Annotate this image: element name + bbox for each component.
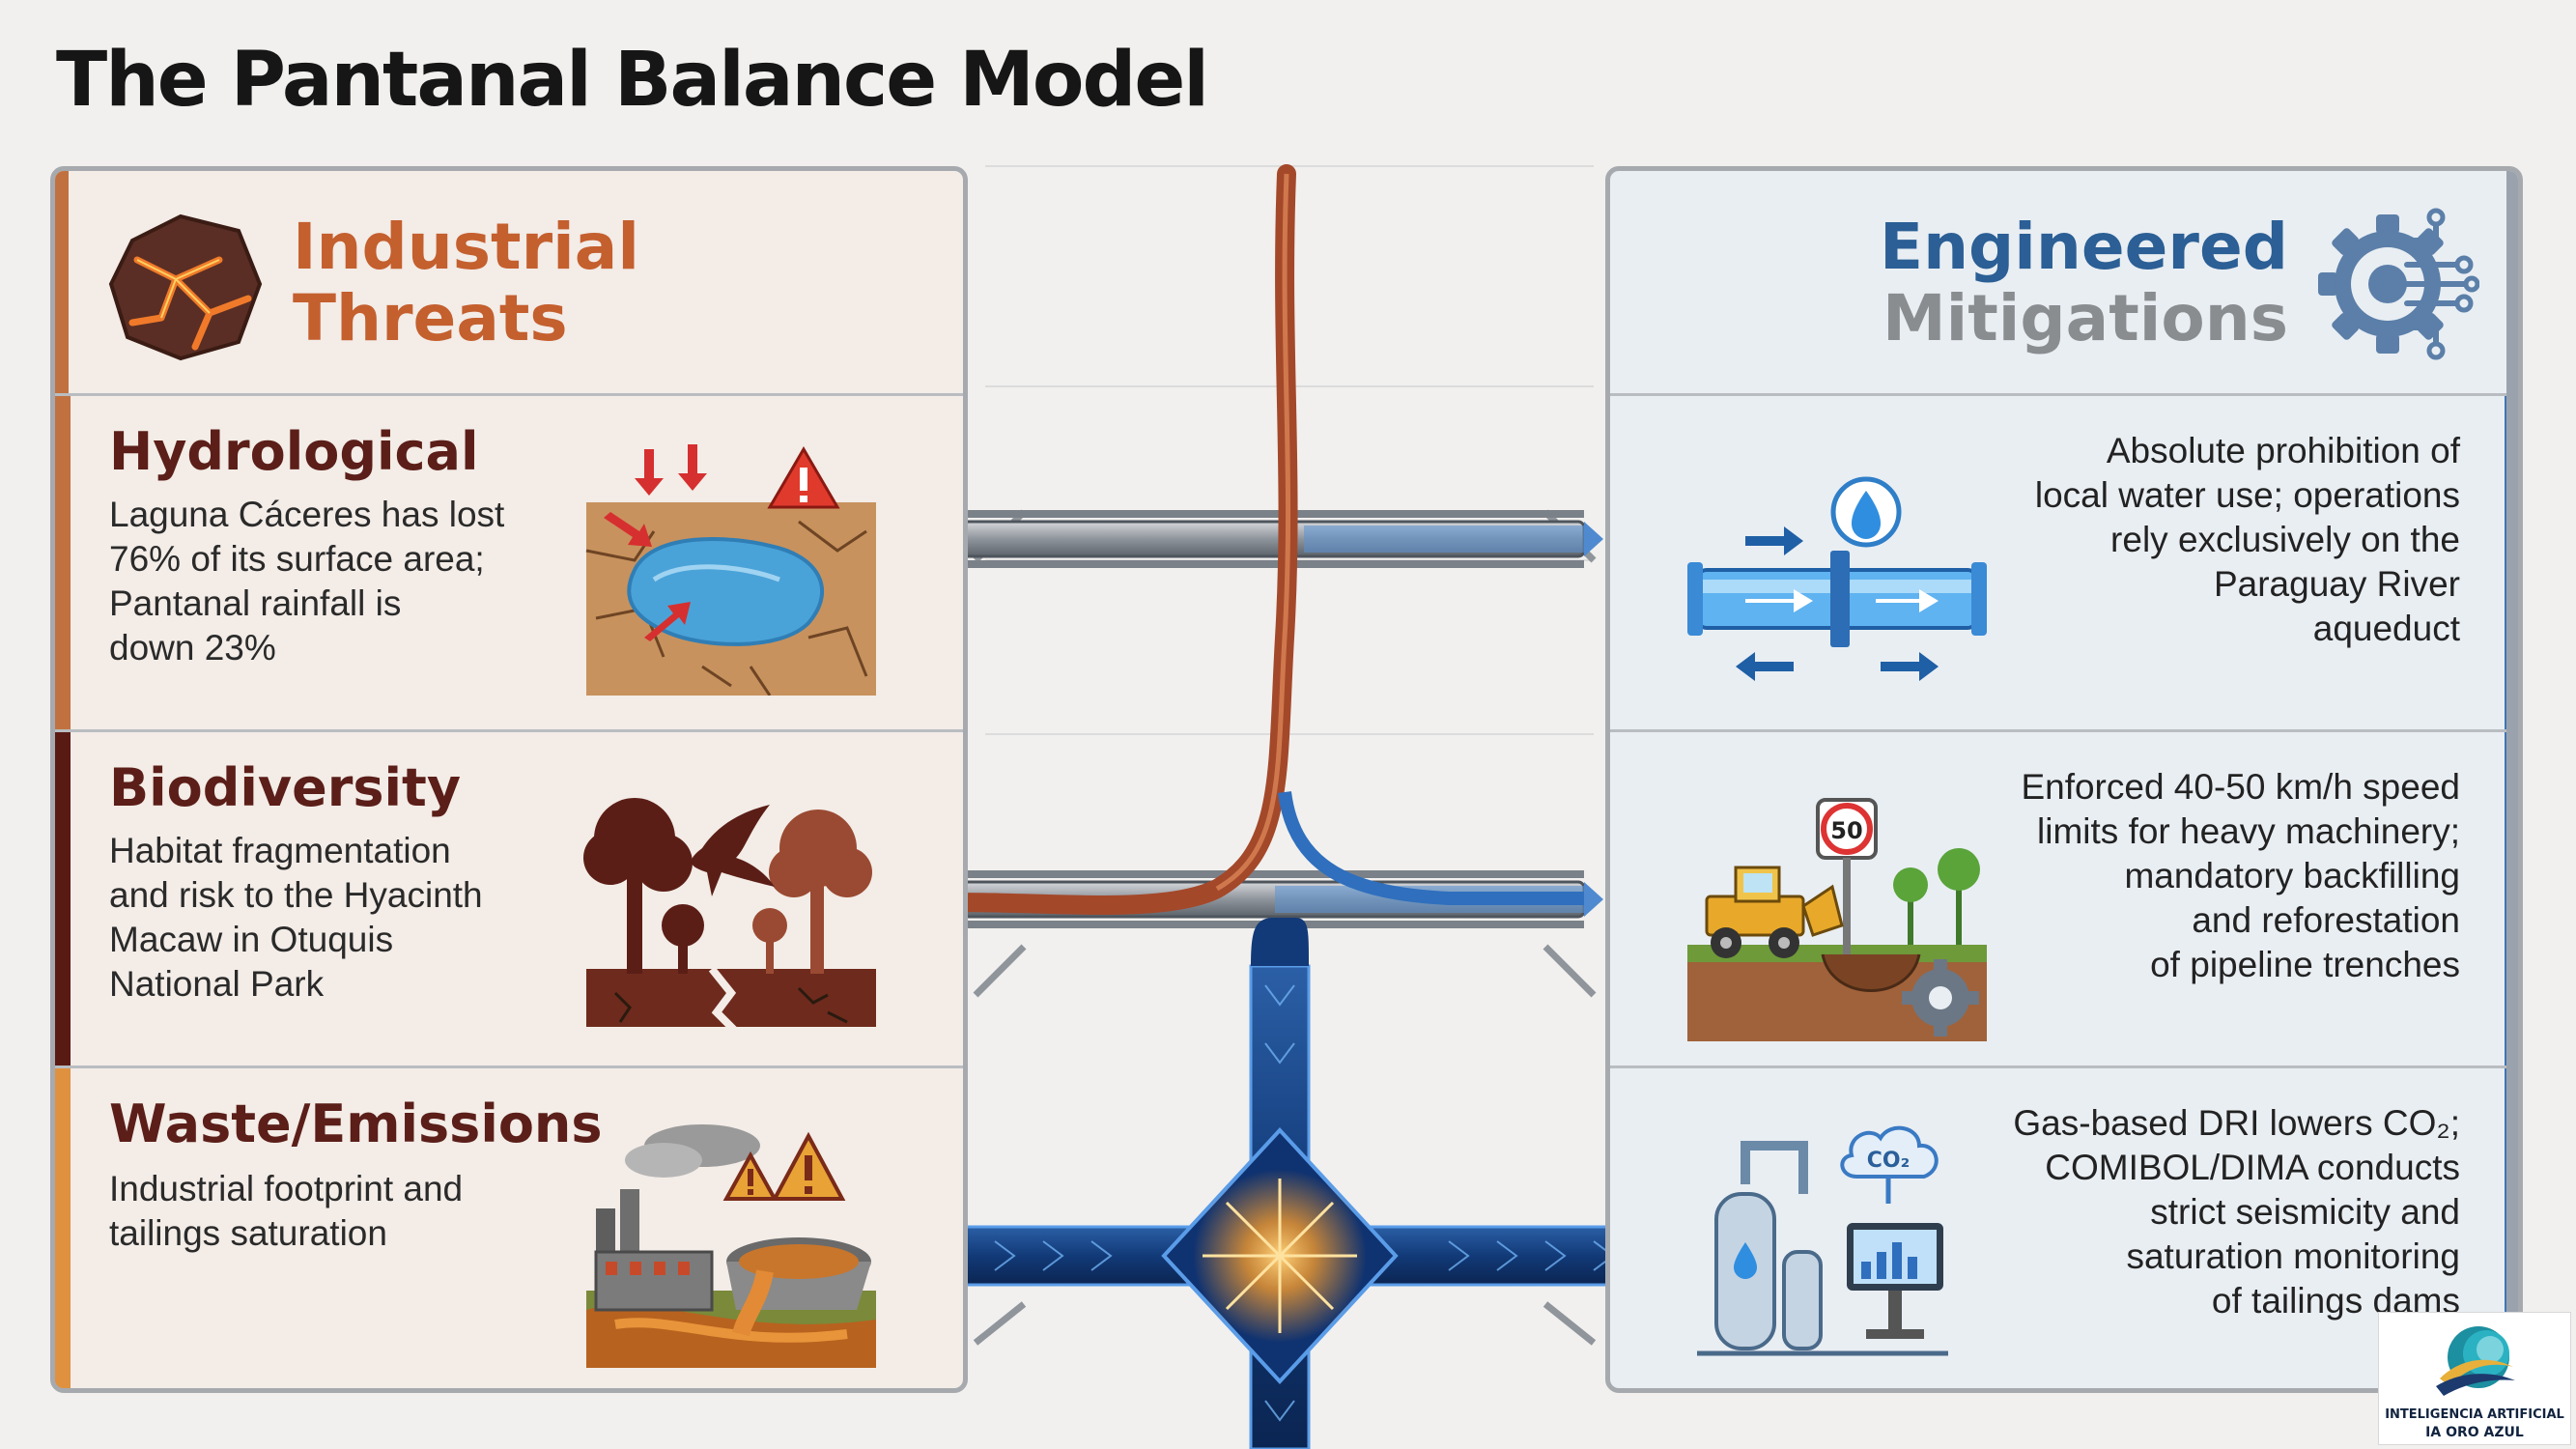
section-description: Laguna Cáceres has lost 76% of its surfa… xyxy=(109,493,563,670)
mitigation-description: Absolute prohibition of local water use;… xyxy=(1919,429,2460,651)
mitigations-header: Engineered Mitigations xyxy=(1610,171,2518,393)
factory-tailings-icon xyxy=(586,1124,876,1368)
gas-plant-monitoring-icon: CO₂ xyxy=(1697,1125,1948,1356)
mitigations-title: Engineered Mitigations xyxy=(1880,212,2288,355)
section-accent-bar xyxy=(2505,396,2518,729)
text-line: Paraguay River xyxy=(2213,564,2460,604)
text-line: strict seismicity and xyxy=(2150,1192,2460,1232)
mitigations-title-line2: Mitigations xyxy=(1882,281,2288,355)
threats-title-line1: Industrial xyxy=(293,210,639,284)
badge-line1: INTELIGENCIA ARTIFICIAL xyxy=(2385,1407,2564,1422)
mitigation-section-machinery: 50 Enforced 40 xyxy=(1610,729,2518,1065)
text-line: Enforced 40-50 km/h speed xyxy=(2021,767,2460,807)
section-heading: Hydrological xyxy=(109,421,479,482)
text-line: of pipeline trenches xyxy=(2150,945,2460,984)
aqueduct-pipe-icon xyxy=(1687,476,1987,681)
section-accent-bar xyxy=(55,396,71,729)
mitigation-section-emissions: CO₂ Gas-based DRI lowers CO₂; COMIBOL/DI… xyxy=(1610,1065,2518,1388)
text-line: and reforestation xyxy=(2192,900,2460,940)
text-line: rely exclusively on the xyxy=(2110,520,2460,559)
text-line: aqueduct xyxy=(2312,609,2460,648)
mitigation-description: Gas-based DRI lowers CO₂; COMIBOL/DIMA c… xyxy=(1919,1101,2460,1323)
section-accent-bar xyxy=(55,732,71,1065)
threat-section-waste-emissions: Waste/Emissions Industrial footprint and… xyxy=(55,1065,963,1388)
text-line: limits for heavy machinery; xyxy=(2037,811,2460,851)
cracked-lava-rock-icon xyxy=(108,213,263,361)
blue-gold-swoosh-logo-icon xyxy=(2436,1326,2515,1396)
mitigation-description: Enforced 40-50 km/h speed limits for hea… xyxy=(1919,765,2460,987)
threats-title: Industrial Threats xyxy=(293,212,639,355)
text-line: National Park xyxy=(109,964,325,1004)
text-line: mandatory backfilling xyxy=(2124,856,2460,895)
text-line: COMIBOL/DIMA conducts xyxy=(2045,1148,2460,1187)
gear-circuit-icon xyxy=(2318,208,2479,360)
text-line: local water use; operations xyxy=(2034,475,2460,515)
text-line: Absolute prohibition of xyxy=(2106,431,2460,470)
section-description: Habitat fragmentation and risk to the Hy… xyxy=(109,829,563,1007)
engineered-mitigations-panel: Engineered Mitigations xyxy=(1605,166,2523,1393)
bridge-diagram xyxy=(908,164,1661,1449)
text-line: Pantanal rainfall is xyxy=(109,583,402,623)
section-heading: Biodiversity xyxy=(109,757,462,818)
text-line: saturation monitoring xyxy=(2126,1236,2460,1276)
section-accent-bar xyxy=(55,1068,71,1388)
page-title: The Pantanal Balance Model xyxy=(56,37,1209,124)
badge-line2: IA ORO AZUL xyxy=(2425,1425,2524,1440)
section-description: Industrial footprint and tailings satura… xyxy=(109,1167,563,1256)
section-heading: Waste/Emissions xyxy=(109,1094,603,1154)
text-line: tailings saturation xyxy=(109,1213,387,1253)
threats-title-line2: Threats xyxy=(293,281,568,355)
machinery-reforestation-icon: 50 xyxy=(1687,798,1987,1041)
text-line: Industrial footprint and xyxy=(109,1169,464,1208)
text-line: Habitat fragmentation xyxy=(109,831,451,870)
text-line: Laguna Cáceres has lost xyxy=(109,495,505,534)
speed-limit-sign: 50 xyxy=(1830,817,1862,844)
co2-cloud-label: CO₂ xyxy=(1867,1149,1910,1173)
text-line: and risk to the Hyacinth xyxy=(109,875,483,915)
mitigations-title-line1: Engineered xyxy=(1879,210,2288,284)
threat-section-biodiversity: Biodiversity Habitat fragmentation and r… xyxy=(55,729,963,1065)
mitigation-section-water: Absolute prohibition of local water use;… xyxy=(1610,393,2518,729)
industrial-threats-panel: Industrial Threats Hydrological Laguna C… xyxy=(50,166,968,1393)
text-line: down 23% xyxy=(109,628,276,668)
text-line: 76% of its surface area; xyxy=(109,539,485,579)
threat-section-hydrological: Hydrological Laguna Cáceres has lost 76%… xyxy=(55,393,963,729)
brand-badge: INTELIGENCIA ARTIFICIAL IA ORO AZUL xyxy=(2378,1312,2571,1445)
text-line: Macaw in Otuquis xyxy=(109,920,394,959)
shrinking-lagoon-icon xyxy=(585,444,876,696)
fragmented-habitat-macaw-icon xyxy=(583,798,876,1032)
threats-header: Industrial Threats xyxy=(55,171,963,393)
section-accent-bar xyxy=(2505,732,2518,1065)
text-line: Gas-based DRI lowers CO₂; xyxy=(2013,1103,2460,1143)
